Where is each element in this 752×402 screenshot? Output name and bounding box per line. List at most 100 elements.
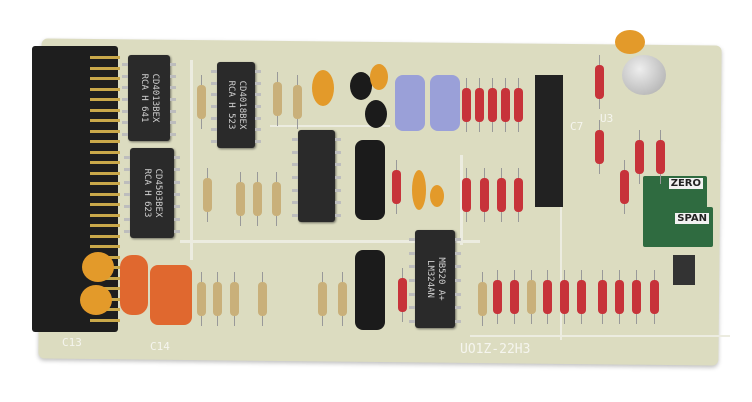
ic-pin bbox=[455, 320, 461, 323]
ic-pin bbox=[455, 306, 461, 310]
connector-pin bbox=[90, 203, 120, 206]
resistor bbox=[510, 280, 519, 314]
ic-pin bbox=[174, 156, 180, 159]
ic-pin bbox=[409, 251, 415, 255]
ceramic-capacitor bbox=[82, 252, 114, 282]
ceramic-capacitor bbox=[370, 64, 388, 90]
silk-c13: C13 bbox=[62, 336, 82, 349]
ic-label: CD4018BEX bbox=[237, 80, 247, 130]
resistor bbox=[478, 282, 487, 316]
resistor bbox=[293, 85, 302, 119]
ic-pin bbox=[124, 180, 130, 184]
resistor bbox=[272, 182, 281, 216]
connector-pin bbox=[90, 129, 120, 133]
connector-pin bbox=[90, 108, 120, 112]
connector-pin bbox=[90, 87, 120, 91]
resistor bbox=[595, 130, 604, 164]
ic-pin bbox=[211, 70, 217, 73]
jumper-header[interactable] bbox=[673, 255, 695, 285]
ic-pin bbox=[455, 251, 461, 255]
ic-pin bbox=[255, 81, 261, 85]
resistor bbox=[462, 178, 471, 212]
resistor bbox=[598, 280, 607, 314]
ic-pin bbox=[211, 116, 217, 120]
connector-pin bbox=[90, 171, 120, 175]
connector-pin bbox=[90, 182, 120, 185]
resistor bbox=[398, 278, 407, 312]
electrolytic-capacitor bbox=[395, 75, 425, 131]
connector-pin bbox=[90, 98, 120, 101]
resistor bbox=[514, 178, 523, 212]
transistor bbox=[365, 100, 387, 128]
ic-pin bbox=[292, 201, 298, 205]
zero-label: ZERO bbox=[668, 178, 703, 189]
ic-unlabeled bbox=[292, 130, 341, 222]
ic-pin bbox=[124, 193, 130, 196]
ic-pin bbox=[174, 168, 180, 172]
ic-pin bbox=[335, 188, 341, 192]
ic-pin bbox=[292, 150, 298, 154]
ic-pin bbox=[174, 205, 180, 209]
resistor bbox=[577, 280, 586, 314]
ic-label: RCA H 623 bbox=[142, 168, 152, 218]
ic-pin bbox=[122, 98, 128, 101]
resistor bbox=[273, 82, 282, 116]
trace bbox=[190, 60, 193, 260]
trace bbox=[460, 155, 463, 245]
ic-pin bbox=[124, 230, 130, 233]
resistor bbox=[392, 170, 401, 204]
trace bbox=[180, 240, 480, 243]
ic-pin bbox=[174, 180, 180, 184]
ceramic-capacitor bbox=[312, 70, 334, 106]
trace bbox=[470, 335, 730, 337]
resistor bbox=[197, 282, 206, 316]
resistor bbox=[615, 280, 624, 314]
resistor bbox=[203, 178, 212, 212]
resistor bbox=[595, 65, 604, 99]
ceramic-capacitor bbox=[430, 185, 444, 207]
ic-label: MB520 A+ bbox=[436, 257, 446, 301]
metal-can-transistor bbox=[622, 55, 666, 95]
resistor bbox=[543, 280, 552, 314]
ic-pin bbox=[292, 176, 298, 179]
jumper-header[interactable] bbox=[535, 75, 563, 207]
connector-pin bbox=[90, 119, 120, 122]
resistor bbox=[620, 170, 629, 204]
connector-pin bbox=[90, 150, 120, 154]
ic-pin bbox=[455, 265, 461, 269]
ic-pin bbox=[335, 138, 341, 141]
ic-pin bbox=[409, 320, 415, 323]
ic-label: LM324AN bbox=[425, 260, 435, 298]
ic-pin bbox=[124, 156, 130, 159]
ic-pin bbox=[255, 128, 261, 132]
ic-pin bbox=[122, 74, 128, 78]
connector-pin bbox=[90, 224, 120, 227]
ic-pin bbox=[170, 121, 176, 125]
silk-c14: C14 bbox=[150, 340, 170, 353]
ic-pin bbox=[122, 109, 128, 113]
zero-trimpot[interactable]: ZERO bbox=[643, 176, 707, 210]
resistor bbox=[632, 280, 641, 314]
connector-pin bbox=[90, 245, 120, 248]
ic-pin bbox=[122, 121, 128, 125]
ic-pin bbox=[174, 230, 180, 233]
resistor bbox=[501, 88, 510, 122]
resistor bbox=[488, 88, 497, 122]
connector-pin bbox=[90, 234, 120, 238]
ic-pin bbox=[124, 168, 130, 172]
trace bbox=[270, 125, 390, 127]
part-number: UO1Z-22H3 bbox=[460, 342, 531, 357]
ic-pin bbox=[122, 133, 128, 136]
resistor bbox=[213, 282, 222, 316]
ic-pin bbox=[211, 105, 217, 108]
ic-pin bbox=[255, 140, 261, 143]
resistor bbox=[480, 178, 489, 212]
ic-pin bbox=[335, 176, 341, 179]
silk-c7: C7 bbox=[570, 120, 584, 133]
span-trimpot[interactable]: SPAN bbox=[643, 207, 713, 247]
ic-pin bbox=[455, 292, 461, 296]
resistor bbox=[527, 280, 536, 314]
connector-pin bbox=[90, 140, 120, 143]
